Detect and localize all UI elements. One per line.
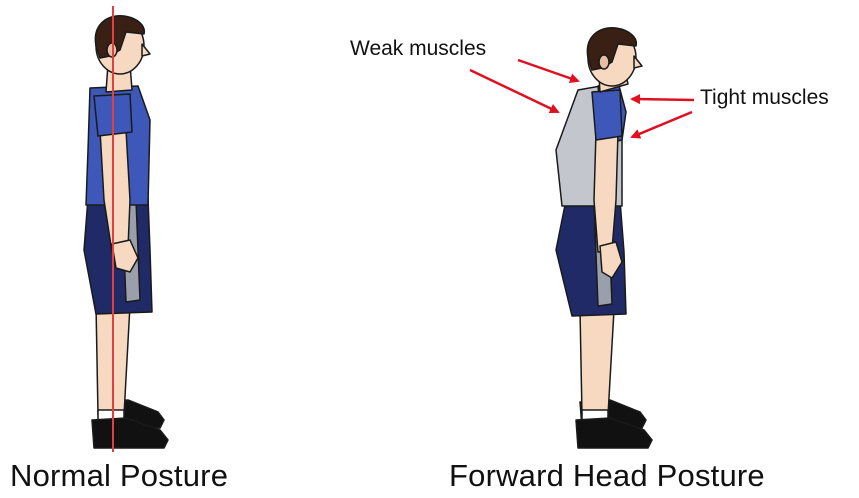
weak-arrow-upper: [518, 60, 578, 81]
forward-nose: [634, 56, 642, 68]
forward-ear: [599, 55, 609, 69]
tight-arrow-upper: [632, 99, 694, 100]
forward-head-posture-caption: Forward Head Posture: [449, 458, 765, 494]
normal-posture-caption: Normal Posture: [10, 458, 228, 494]
tight-muscles-label: Tight muscles: [700, 86, 829, 110]
forward-head-posture-figure: [556, 28, 652, 448]
weak-arrow-lower: [470, 70, 558, 112]
forward-sleeve: [592, 90, 622, 140]
normal-nose: [142, 44, 150, 56]
normal-posture-figure: [84, 16, 168, 448]
weak-muscles-label: Weak muscles: [350, 37, 486, 61]
forward-front-leg: [580, 310, 614, 415]
tight-arrow-lower: [632, 112, 692, 137]
